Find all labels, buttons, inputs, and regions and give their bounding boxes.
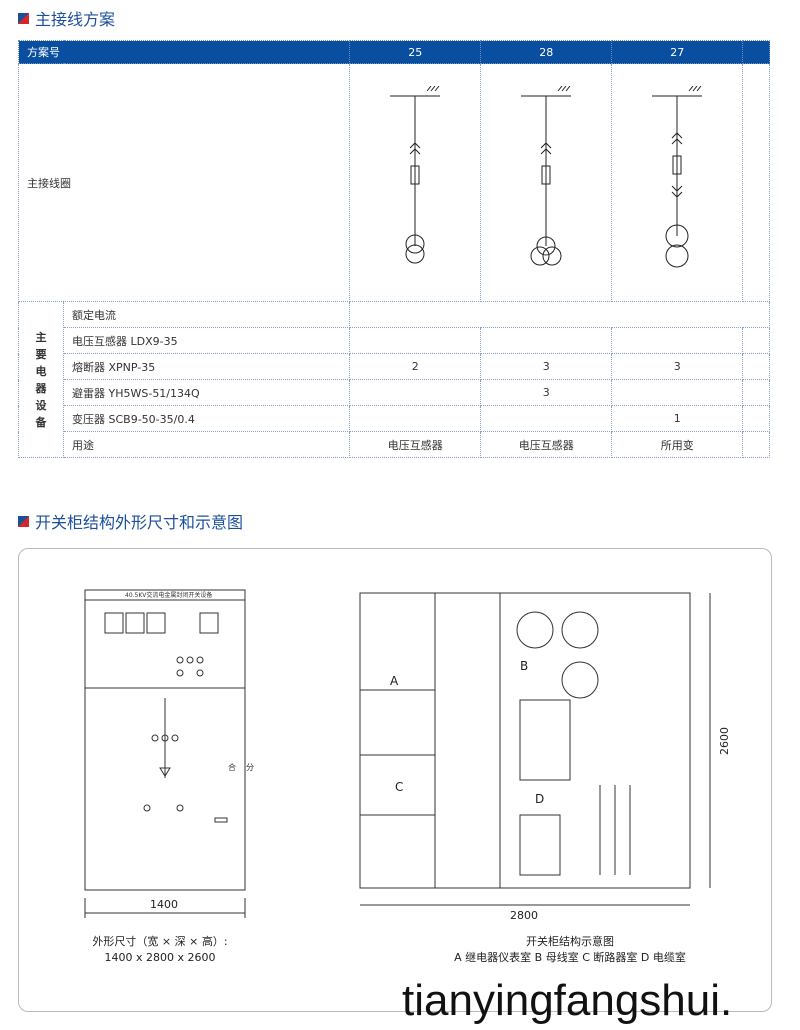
watermark-text: tianyingfangshui. <box>402 976 733 1025</box>
value-cell: 3 <box>480 353 613 380</box>
section-title-structure: 开关柜结构外形尺寸和示意图 <box>18 509 243 533</box>
label-b: B <box>520 659 528 673</box>
front-panel-title: 40.5KV交流电金属封闭开关设备 <box>125 591 212 599</box>
wiring-diagram-28 <box>480 63 613 302</box>
table-row: 用途电压互感器电压互感器所用变 <box>19 431 770 458</box>
flag-icon <box>18 12 29 24</box>
section-title-text: 开关柜结构外形尺寸和示意图 <box>35 513 244 532</box>
row-label: 避雷器 YH5WS-51/134Q <box>62 379 351 406</box>
row-label: 熔断器 XPNP-35 <box>62 353 351 380</box>
value-cell <box>611 379 744 406</box>
diagram-row: 主接线圈 <box>17 63 770 302</box>
table-header: 方案号 25 28 27 <box>17 40 770 64</box>
value-cell: 电压互感器 <box>349 431 482 458</box>
value-cell <box>349 379 482 406</box>
width-dimension: 1400 <box>150 898 178 911</box>
value-cell <box>742 353 770 380</box>
header-cell <box>742 40 770 64</box>
value-cell <box>742 431 770 458</box>
value-cell <box>349 327 482 354</box>
wiring-diagram-25 <box>349 63 482 302</box>
header-cell: 27 <box>611 40 744 64</box>
group-label-text: 主要电器设备 <box>35 330 47 429</box>
wiring-table: 方案号 25 28 27 主接线圈 主要电器设备 额定电流 电压互感器 LDX9-… <box>17 40 770 458</box>
on-label: 合 <box>228 762 236 772</box>
value-cell <box>349 405 482 432</box>
flag-icon <box>18 515 29 527</box>
value-cell: 3 <box>480 379 613 406</box>
empty-cell <box>742 63 770 302</box>
value-cell <box>742 405 770 432</box>
value-cell: 1 <box>611 405 744 432</box>
value-cell: 2 <box>349 353 482 380</box>
value-cell: 电压互感器 <box>480 431 613 458</box>
value-cell <box>349 301 770 328</box>
off-label: 分 <box>246 763 254 772</box>
value-cell <box>611 327 744 354</box>
value-cell <box>480 405 613 432</box>
header-cell: 25 <box>349 40 482 64</box>
row-label: 额定电流 <box>62 301 351 328</box>
table-row: 主要电器设备 额定电流 <box>18 301 770 458</box>
height-dimension: 2600 <box>718 727 731 755</box>
front-caption-size: 1400 x 2800 x 2600 <box>104 951 216 964</box>
header-cell: 28 <box>480 40 613 64</box>
front-view-drawing: 40.5KV交流电金属封闭开关设备 合 分 1400 <box>84 589 254 918</box>
row-label: 电压互感器 LDX9-35 <box>62 327 351 354</box>
label-d: D <box>535 792 544 806</box>
front-caption-title: 外形尺寸（宽 × 深 × 高）: <box>92 935 228 948</box>
side-caption-legend: A 继电器仪表室 B 母线室 C 断路器室 D 电缆室 <box>454 951 686 964</box>
table-row: 变压器 SCB9-50-35/0.4 1 <box>19 405 770 432</box>
depth-dimension: 2800 <box>510 909 538 922</box>
side-caption-title: 开关柜结构示意图 <box>526 935 614 948</box>
value-cell: 所用变 <box>611 431 744 458</box>
section-title-text: 主接线方案 <box>35 10 116 29</box>
value-cell <box>480 327 613 354</box>
wiring-diagram-27 <box>611 63 744 302</box>
label-c: C <box>395 780 403 794</box>
drawing-panel <box>18 548 772 1012</box>
value-cell <box>742 327 770 354</box>
table-row: 避雷器 YH5WS-51/134Q 3 <box>19 379 770 406</box>
label-a: A <box>390 674 399 688</box>
table-row: 电压互感器 LDX9-35 <box>19 327 770 354</box>
value-cell <box>742 379 770 406</box>
value-cell: 3 <box>611 353 744 380</box>
side-view-drawing: A B C D 2800 2600 <box>359 592 731 922</box>
row-label: 变压器 SCB9-50-35/0.4 <box>62 405 351 432</box>
row-label: 用途 <box>62 431 351 458</box>
header-cell: 方案号 <box>17 40 351 64</box>
group-label: 主要电器设备 <box>18 301 64 458</box>
section-title-main-wiring: 主接线方案 <box>18 6 115 30</box>
row-label: 主接线圈 <box>17 63 351 302</box>
